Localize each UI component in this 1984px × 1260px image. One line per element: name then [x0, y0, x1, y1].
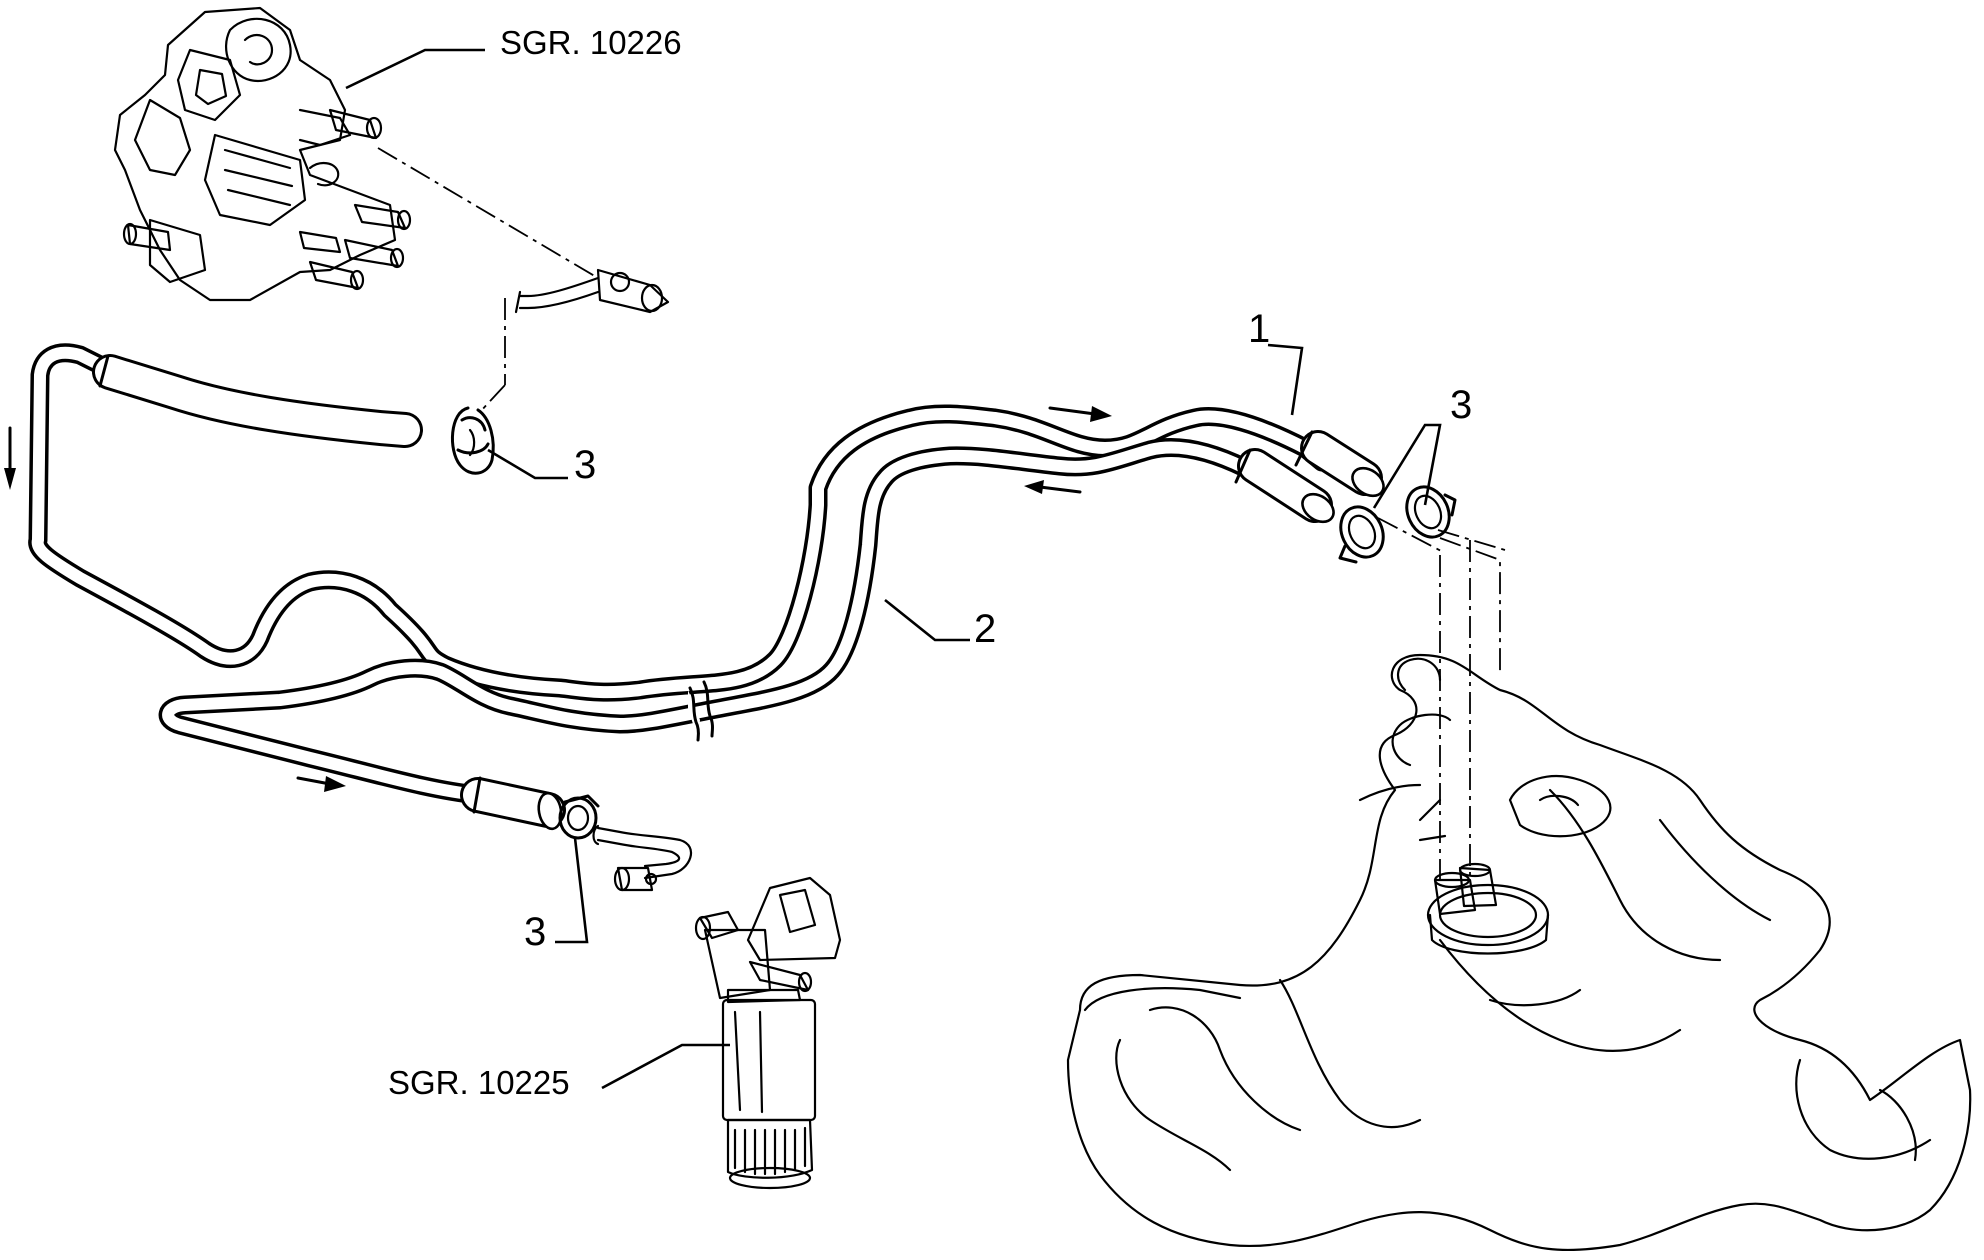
clip-3-lower-label: 3 [524, 910, 546, 954]
filter-reference-label: SGR. 10225 [388, 1064, 570, 1101]
filter-inlet-pipe [592, 824, 692, 892]
pipe-break-marks [688, 680, 714, 742]
pump-reference-label: SGR. 10226 [500, 24, 682, 61]
part-2-label: 2 [974, 607, 996, 651]
hose-left-upper [92, 354, 423, 448]
hose-right-2 [1234, 448, 1335, 524]
clip-3-right-label: 3 [1450, 383, 1472, 427]
part-2-callout: 2 [884, 598, 996, 651]
clip-3-right-callout: 3 [1372, 383, 1472, 509]
part-1-label: 1 [1248, 307, 1270, 351]
hose-clip-right-1 [1338, 505, 1385, 564]
fuel-pipe-1 [28, 343, 1332, 702]
hose-clip-lower [558, 794, 600, 840]
fuel-pipe-2 [158, 438, 1272, 805]
hose-clip-right-2 [1405, 485, 1457, 539]
hose-right-1 [1294, 430, 1385, 498]
hose-clip-upper-left [450, 406, 495, 475]
assembly-lines [377, 147, 1506, 880]
pump-reference-callout: SGR. 10226 [345, 24, 682, 90]
fuel-tank-drawing [1066, 653, 1972, 1252]
clip-3-lower-callout: 3 [524, 837, 589, 954]
clip-3-upper-left-callout: 3 [487, 443, 596, 487]
clip-3-upper-left-label: 3 [574, 443, 596, 487]
flow-arrow [4, 406, 1112, 792]
filter-reference-callout: SGR. 10225 [388, 1043, 730, 1101]
hose-lower [460, 776, 566, 831]
injection-pump-drawing [113, 6, 670, 314]
fuel-filter-drawing [694, 876, 842, 1190]
part-1-callout: 1 [1248, 307, 1304, 416]
